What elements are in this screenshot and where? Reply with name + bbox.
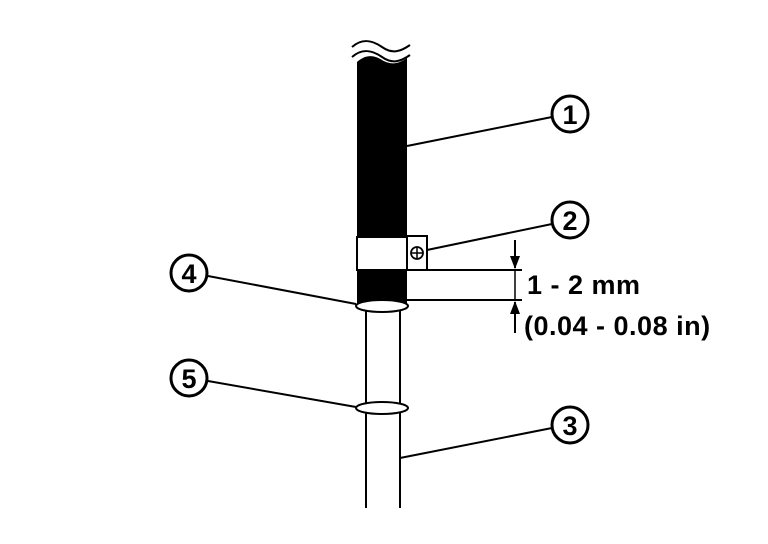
svg-text:2: 2 (562, 206, 577, 236)
dimension-metric-label: 1 - 2 mm (527, 270, 641, 300)
callout-1: 1 (550, 94, 590, 134)
svg-text:1: 1 (562, 100, 577, 130)
clamp-screw-icon (410, 246, 424, 260)
dimension-lines (407, 240, 522, 333)
dimension-imperial-label: (0.04 - 0.08 in) (524, 311, 711, 341)
callout-3: 3 (550, 405, 590, 445)
svg-text:5: 5 (181, 364, 196, 394)
leader-lines (207, 116, 553, 459)
svg-text:4: 4 (181, 259, 196, 289)
callout-5: 5 (169, 358, 209, 398)
lower-ring (355, 401, 409, 415)
hose-clamp (356, 235, 428, 271)
svg-text:3: 3 (562, 411, 577, 441)
break-mark-icon (351, 40, 411, 63)
callout-4: 4 (169, 253, 209, 293)
callout-2: 2 (550, 200, 590, 240)
outer-hose (357, 56, 407, 304)
upper-ring (355, 299, 409, 313)
